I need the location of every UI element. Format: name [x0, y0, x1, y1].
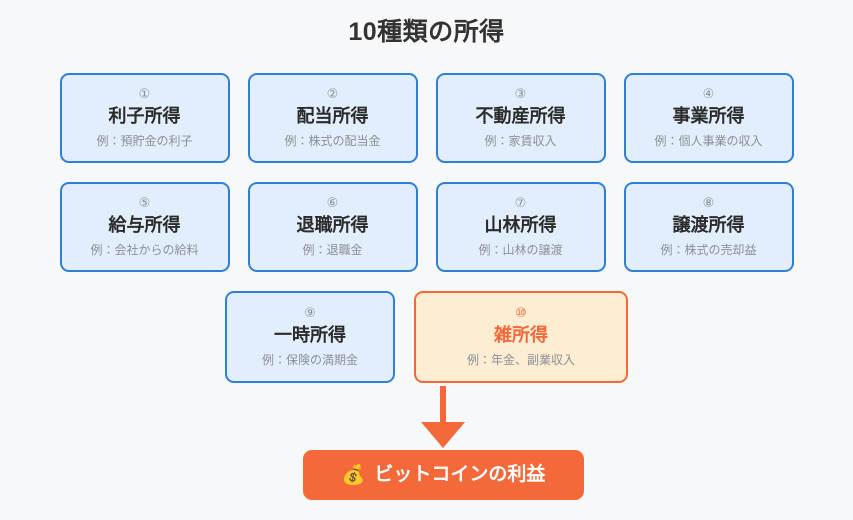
income-card-9[interactable]: ⑨ 一時所得 例：保険の満期金	[225, 291, 395, 383]
card-number: ③	[514, 85, 527, 101]
income-card-3[interactable]: ③ 不動産所得 例：家賃収入	[435, 73, 606, 163]
money-bag-icon: 💰	[341, 464, 366, 486]
card-example: 例：退職金	[302, 242, 363, 257]
result-banner[interactable]: 💰 ビットコインの利益	[303, 450, 584, 500]
card-example: 例：保険の満期金	[261, 352, 358, 367]
card-number: ⑧	[702, 194, 715, 210]
card-title: 一時所得	[274, 324, 346, 345]
card-number: ①	[138, 85, 151, 101]
card-row-1: ① 利子所得 例：預貯金の利子 ② 配当所得 例：株式の配当金 ③ 不動産所得 …	[0, 73, 853, 163]
card-example: 例：株式の配当金	[284, 133, 381, 148]
income-card-10-highlighted[interactable]: ⑩ 雑所得 例：年金、副業収入	[414, 291, 628, 383]
income-card-grid: ① 利子所得 例：預貯金の利子 ② 配当所得 例：株式の配当金 ③ 不動産所得 …	[0, 73, 853, 383]
income-card-6[interactable]: ⑥ 退職所得 例：退職金	[247, 182, 418, 272]
income-card-4[interactable]: ④ 事業所得 例：個人事業の収入	[623, 73, 794, 163]
card-example: 例：個人事業の収入	[654, 133, 763, 148]
arrow-head	[421, 422, 465, 448]
card-title: 利子所得	[108, 105, 181, 126]
result-label: ビットコインの利益	[374, 464, 546, 485]
card-row-3: ⑨ 一時所得 例：保険の満期金 ⑩ 雑所得 例：年金、副業収入	[0, 291, 853, 383]
card-number: ⑤	[138, 194, 151, 210]
card-number: ④	[702, 85, 715, 101]
card-example: 例：預貯金の利子	[96, 133, 193, 148]
card-title: 給与所得	[108, 214, 181, 235]
card-title: 事業所得	[672, 105, 745, 126]
income-card-8[interactable]: ⑧ 譲渡所得 例：株式の売却益	[623, 182, 794, 272]
card-example: 例：年金、副業収入	[466, 352, 575, 367]
income-card-1[interactable]: ① 利子所得 例：預貯金の利子	[59, 73, 230, 163]
card-number: ⑩	[515, 304, 527, 320]
card-title: 配当所得	[296, 105, 369, 126]
card-example: 例：山林の譲渡	[478, 242, 563, 257]
down-arrow-icon	[421, 386, 465, 448]
card-row-2: ⑤ 給与所得 例：会社からの給料 ⑥ 退職所得 例：退職金 ⑦ 山林所得 例：山…	[0, 182, 853, 272]
card-title: 不動産所得	[475, 105, 566, 126]
income-card-2[interactable]: ② 配当所得 例：株式の配当金	[247, 73, 418, 163]
card-number: ⑦	[514, 194, 527, 210]
card-title: 雑所得	[494, 324, 548, 345]
card-title: 譲渡所得	[672, 214, 745, 235]
card-title: 山林所得	[484, 214, 557, 235]
income-card-7[interactable]: ⑦ 山林所得 例：山林の譲渡	[435, 182, 606, 272]
card-example: 例：株式の売却益	[660, 242, 757, 257]
page-title: 10種類の所得	[348, 18, 505, 46]
income-card-5[interactable]: ⑤ 給与所得 例：会社からの給料	[59, 182, 230, 272]
card-number: ②	[326, 85, 339, 101]
arrow-shaft	[440, 386, 446, 426]
card-number: ⑥	[326, 194, 339, 210]
card-title: 退職所得	[296, 214, 369, 235]
card-number: ⑨	[304, 304, 316, 320]
card-example: 例：家賃収入	[484, 133, 557, 148]
card-example: 例：会社からの給料	[90, 242, 199, 257]
